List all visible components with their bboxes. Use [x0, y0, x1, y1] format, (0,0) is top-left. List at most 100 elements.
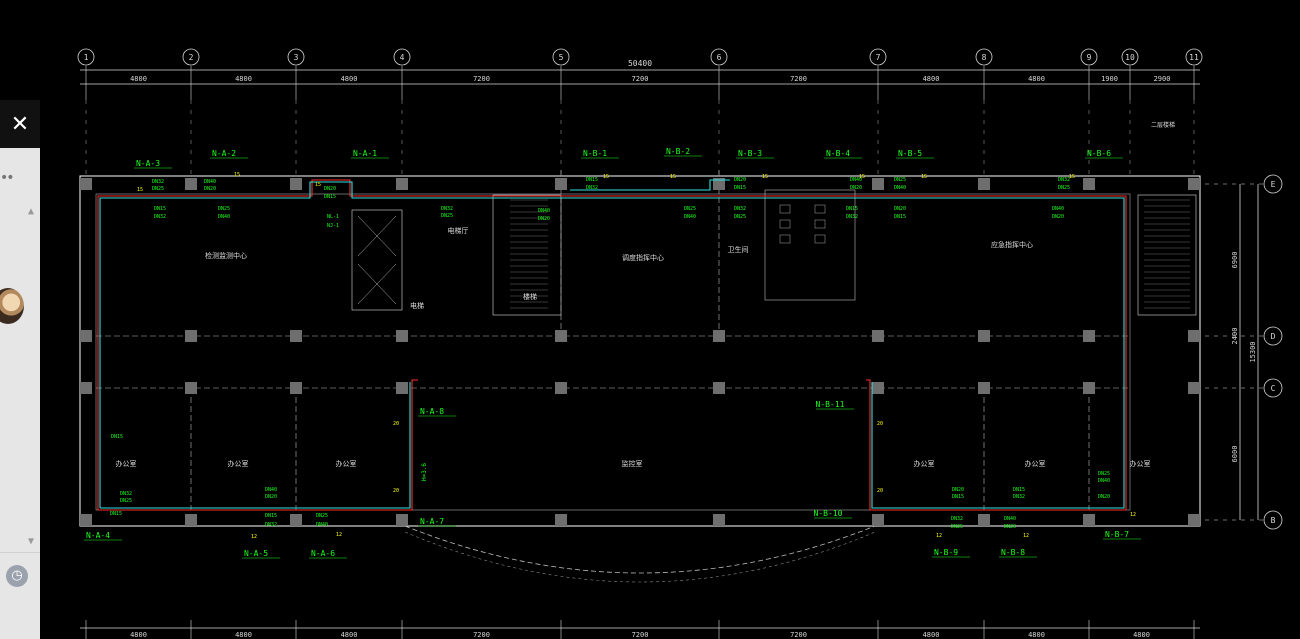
column: [713, 382, 725, 394]
pipe-callout: N-A-1: [353, 149, 377, 158]
grid-label-top: 2: [189, 53, 194, 62]
dim-top-segment: 7200: [473, 75, 490, 83]
pipe-length-tag: 20: [877, 488, 883, 494]
pipe-size-tag: DN32: [441, 206, 453, 212]
dim-bottom-segment: 4800: [235, 631, 252, 639]
pipe-length-tag: 15: [234, 172, 240, 178]
column: [290, 382, 302, 394]
entrance-arc-outer: [404, 531, 876, 583]
pipe-cyan-main: [99, 181, 1125, 509]
pipe-size-tag: DN32: [734, 206, 746, 212]
pipe-riser-tag: NL-1: [327, 214, 339, 220]
pipe-riser-tag: NJ-1: [327, 223, 339, 229]
grid-label-top: 8: [982, 53, 987, 62]
collapse-down-icon[interactable]: ▼: [28, 536, 35, 547]
column: [978, 514, 990, 526]
pipe-callout: N-B-5: [898, 149, 922, 158]
column: [290, 514, 302, 526]
column: [872, 382, 884, 394]
dim-total: 50400: [628, 59, 652, 68]
pipe-size-tag: DN15: [952, 494, 964, 500]
pipe-callout: N-B-10: [814, 509, 843, 518]
entrance-arc: [404, 525, 876, 574]
stair-core: [492, 194, 562, 316]
grid-bubble-top: [1121, 48, 1139, 66]
fixture: [779, 219, 791, 229]
column: [1188, 330, 1200, 342]
pipe-length-tag: 15: [603, 174, 609, 180]
pipe-length-tag: 15: [137, 187, 143, 193]
dim-top-segment: 4800: [130, 75, 147, 83]
room-label: 调度指挥中心: [622, 253, 664, 262]
grid-bubble-right: [1263, 174, 1283, 194]
column: [978, 382, 990, 394]
room-label: 卫生间: [728, 245, 749, 254]
dim-bottom-segment: 7200: [632, 631, 649, 639]
pipe-callout: N-A-6: [311, 549, 335, 558]
clock-icon[interactable]: ◷: [6, 565, 28, 587]
column: [290, 178, 302, 190]
pipe-size-tag: DN32: [1013, 494, 1025, 500]
dim-top-segment: 4800: [1028, 75, 1045, 83]
pipe-size-tag: DN40: [538, 208, 550, 214]
pipe-callout: N-A-5: [244, 549, 268, 558]
grid-label-top: 7: [876, 53, 881, 62]
room-label: 楼梯: [523, 292, 537, 301]
room-label: 办公室: [336, 459, 357, 468]
grid-bubble-right: [1263, 378, 1283, 398]
pipe-size-tag: DN20: [538, 216, 550, 222]
column: [978, 330, 990, 342]
pipe-callout: N-A-3: [136, 159, 160, 168]
more-options-icon[interactable]: ••: [0, 170, 15, 186]
column: [1188, 514, 1200, 526]
pipe-size-tag: DN25: [120, 498, 132, 504]
pipe-size-tag: DN32: [951, 516, 963, 522]
pipe-size-tag: DN15: [110, 511, 122, 517]
side-panel: [0, 100, 40, 639]
grid-bubble-top: [182, 48, 200, 66]
grid-bubble-top: [552, 48, 570, 66]
pipe-callout: N-B-7: [1105, 530, 1129, 539]
pipe-size-tag: DN25: [951, 524, 963, 530]
room-label: 电梯厅: [448, 226, 469, 235]
pipe-length-tag: 15: [859, 174, 865, 180]
pipe-red-main: [97, 179, 1127, 511]
close-icon[interactable]: ✕: [0, 100, 40, 148]
column: [185, 178, 197, 190]
room-label: 办公室: [1025, 459, 1046, 468]
elevator-cross: [357, 215, 397, 257]
pipe-length-tag: 15: [670, 174, 676, 180]
inner-wall: [95, 193, 1131, 511]
pipe-size-tag: DN25: [734, 214, 746, 220]
dim-bottom-segment: 7200: [473, 631, 490, 639]
pipe-size-tag: DN15: [894, 214, 906, 220]
fixture: [779, 204, 791, 214]
pipe-size-tag: DN25: [894, 177, 906, 183]
pipe-size-tag: DN25: [1058, 185, 1070, 191]
dim-right-segment: 2400: [1231, 328, 1239, 345]
pipe-size-tag: DN40: [684, 214, 696, 220]
note-label: 二层楼梯: [1151, 121, 1175, 129]
column: [555, 382, 567, 394]
grid-bubble-top: [77, 48, 95, 66]
fixture: [779, 234, 791, 244]
elevator-core: [351, 209, 403, 311]
pipe-callout: N-B-9: [934, 548, 958, 557]
pipe-length-tag: 15: [762, 174, 768, 180]
column: [80, 330, 92, 342]
dim-bottom-segment: 7200: [790, 631, 807, 639]
dim-right-total: 15300: [1249, 341, 1257, 362]
pipe-length-tag: 20: [877, 421, 883, 427]
pipe-length-tag: 12: [1023, 533, 1029, 539]
pipe-size-tag: DN20: [734, 177, 746, 183]
pipe-size-tag: DN32: [1058, 177, 1070, 183]
dim-right-segment: 6000: [1231, 446, 1239, 463]
pipe-size-tag: DN20: [265, 494, 277, 500]
pipe-size-tag: DN32: [586, 185, 598, 191]
collapse-up-icon[interactable]: ▲: [28, 206, 35, 217]
column: [1083, 178, 1095, 190]
column: [555, 178, 567, 190]
column: [713, 514, 725, 526]
column: [713, 330, 725, 342]
column: [185, 514, 197, 526]
